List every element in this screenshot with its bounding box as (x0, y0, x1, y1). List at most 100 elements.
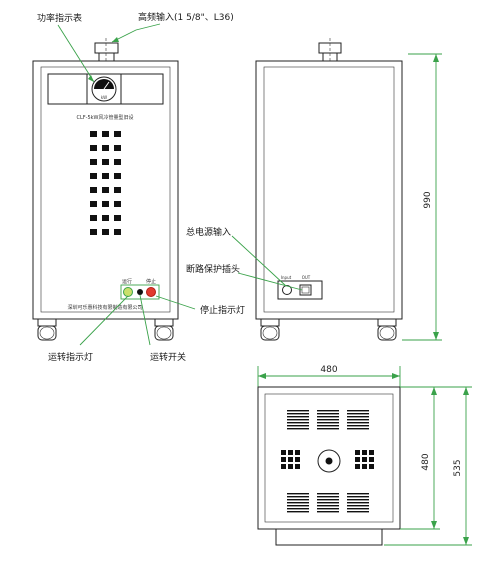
vent-slot (317, 502, 339, 504)
power-input-label: 总电源输入 (186, 226, 231, 238)
power-meter-dial (91, 76, 117, 102)
vent-square (114, 229, 121, 235)
vent-slot (347, 499, 369, 501)
keypad-square (295, 464, 300, 469)
keypad-square (295, 450, 300, 455)
keypad-square (288, 457, 293, 462)
breaker-label: 断路保护插头 (186, 263, 240, 275)
vent-slot (287, 493, 309, 495)
model-text: CLF-5kW风冷管量型旧设 (77, 114, 134, 121)
vent-slot (287, 496, 309, 498)
side-cabinet-inner (263, 66, 395, 313)
keypad-square (295, 457, 300, 462)
keypad-square (355, 457, 360, 462)
vent-square (102, 215, 109, 221)
vent-square (90, 187, 97, 193)
vent-slot (317, 422, 339, 424)
vent-slot (347, 413, 369, 415)
keypad-square (369, 450, 374, 455)
vent-slot (317, 425, 339, 427)
keypad-square (362, 464, 367, 469)
company-text: 深圳可乐惠科技有限制造有限公司 (67, 304, 142, 311)
keypad-square (281, 450, 286, 455)
vent-square (114, 187, 121, 193)
keypad-square (288, 464, 293, 469)
vent-square (90, 145, 97, 151)
front-right-caster (154, 318, 174, 341)
keypad-square (362, 457, 367, 462)
vent-slot (347, 505, 369, 507)
keypad-square (355, 450, 360, 455)
stop-light-caption: 停止 (146, 278, 156, 285)
vent-slot (317, 511, 339, 513)
vent-square (90, 229, 97, 235)
io-output-caption: OUT (302, 275, 311, 280)
bottom-vents (287, 410, 369, 513)
vent-slot (317, 413, 339, 415)
vent-square (114, 131, 121, 137)
side-cabinet-outer (255, 60, 403, 320)
stop-indicator-leader (155, 295, 196, 310)
width-dimension-value: 480 (320, 365, 337, 375)
vent-slot (287, 428, 309, 430)
top-pipe-neck (98, 52, 115, 62)
vent-square (90, 215, 97, 221)
vent-square (90, 173, 97, 179)
breaker-socket[interactable] (299, 284, 312, 296)
center-fan (317, 449, 341, 473)
vent-slot (347, 502, 369, 504)
run-indicator-leader (79, 295, 129, 346)
meter-unit: kW (101, 95, 107, 100)
keypad-square (281, 457, 286, 462)
io-input-caption: Input (281, 275, 292, 280)
depth-outer-dimension-value: 535 (453, 459, 463, 476)
vent-slot (347, 425, 369, 427)
vent-square (114, 145, 121, 151)
bottom-view: 480 480 535 (257, 365, 472, 546)
vent-slot (347, 508, 369, 510)
vent-square (114, 159, 121, 165)
vent-square (102, 173, 109, 179)
vent-slot (317, 428, 339, 430)
vent-slot (287, 425, 309, 427)
vent-slot (317, 496, 339, 498)
power-meter-leader (57, 24, 95, 83)
bottom-base (275, 528, 383, 546)
meter-frame (86, 73, 122, 105)
center-hub (325, 457, 333, 465)
run-switch[interactable] (137, 289, 143, 295)
breaker-leader (237, 272, 303, 291)
power-meter-arrow (88, 75, 94, 82)
keypad-square (369, 457, 374, 462)
vent-slot (317, 493, 339, 495)
vent-square (114, 173, 121, 179)
vent-grid (90, 131, 121, 235)
ventilation-label: 高频输入(1 5/8"、L36) (138, 11, 234, 23)
power-meter-label: 功率指示表 (37, 12, 82, 24)
ventilation-arrow (112, 37, 119, 42)
front-cabinet-inner (40, 66, 171, 313)
vent-slot (287, 422, 309, 424)
bottom-plate-inner (264, 393, 394, 523)
vent-slot (317, 505, 339, 507)
keypad-square (362, 450, 367, 455)
meter-scale (94, 79, 114, 89)
vent-slot (347, 496, 369, 498)
vent-slot (287, 410, 309, 412)
vent-square (90, 159, 97, 165)
vent-slot (347, 419, 369, 421)
vent-slot (287, 511, 309, 513)
vent-square (90, 131, 97, 137)
vent-square (102, 201, 109, 207)
vent-slot (317, 416, 339, 418)
power-input-socket[interactable] (282, 285, 292, 295)
vent-slot (347, 422, 369, 424)
depth-inner-dimension-value: 480 (421, 453, 431, 470)
run-indicator-light (123, 287, 133, 297)
vent-square (102, 131, 109, 137)
vent-slot (287, 413, 309, 415)
vent-slot (347, 410, 369, 412)
vent-slot (317, 508, 339, 510)
keypad-square (288, 450, 293, 455)
run-light-caption: 运行 (122, 278, 132, 285)
